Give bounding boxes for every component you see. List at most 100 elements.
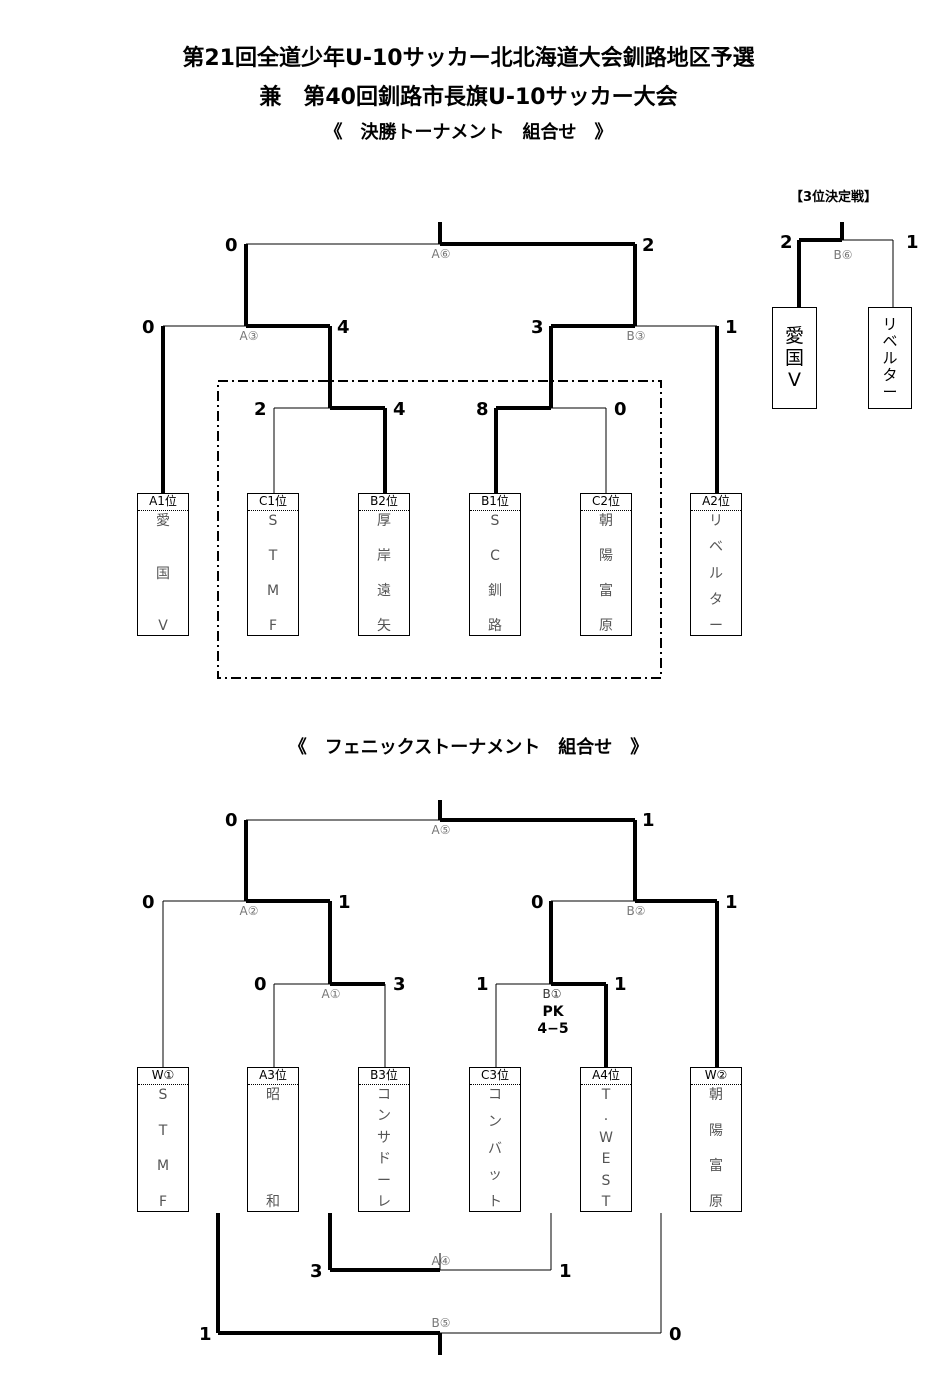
team-char: 原 [709,1193,723,1210]
team-char: レ [377,1193,391,1210]
team-char: ト [488,1194,502,1210]
team-name: コ ン サ ド ー レ [359,1085,409,1212]
team-char: W [599,1129,613,1146]
team-char: 遠 [377,583,391,599]
team-char: タ [882,365,898,384]
final-team-2: C1位 S T M F [247,493,299,636]
team-name: 厚 岸 遠 矢 [359,511,409,636]
team-char: F [158,1193,168,1210]
team-name: コ ン バ ッ ト [470,1085,520,1212]
final-a3-left-score: 0 [142,317,155,338]
team-seed: C3位 [470,1068,520,1085]
team-char: 陽 [709,1122,723,1139]
pk-label: PK [542,1004,564,1020]
team-char: タ [709,591,723,608]
team-char: S [490,513,500,529]
phoenix-match-b5: B⑤ [431,1316,451,1330]
team-char: 富 [599,583,613,599]
third-left-score: 2 [780,232,793,253]
third-right-score: 1 [906,232,919,253]
phoenix-b1-right-score: 1 [614,974,627,995]
team-char: S [601,1172,611,1189]
team-char: 昭 [266,1087,280,1103]
team-char: S [268,513,278,529]
phoenix-pk: PK 4−5 [537,1004,568,1038]
team-char: ッ [488,1167,502,1184]
phoenix-match-top: A⑤ [431,823,451,837]
phoenix-team-6: W② 朝 陽 富 原 [690,1067,742,1212]
final-inner2-left-score: 8 [476,399,489,420]
team-seed: B2位 [359,494,409,511]
team-char: 富 [709,1158,723,1175]
team-char: T [601,1087,611,1103]
phoenix-match-right: B② [626,904,646,918]
team-char: ド [377,1151,391,1168]
team-seed: W① [138,1068,188,1085]
team-char: ー [709,618,723,634]
final-team-5: C2位 朝 陽 富 原 [580,493,632,636]
phoenix-bracket [162,800,719,1355]
team-name: 昭 和 [248,1085,298,1212]
final-a3-right-score: 4 [337,317,350,338]
phoenix-a2-left-score: 0 [142,892,155,913]
team-name: 朝 陽 富 原 [691,1085,741,1212]
team-seed: A4位 [581,1068,631,1085]
phoenix-a4-right-score: 1 [559,1261,572,1282]
team-char: 陽 [599,548,613,564]
final-top-left-score: 0 [225,235,238,256]
phoenix-top-right-score: 1 [642,810,655,831]
team-char: ル [709,565,723,582]
final-tournament-title: 《 決勝トーナメント 組合せ 》 [324,122,613,143]
phoenix-team-1: W① S T M F [137,1067,189,1212]
phoenix-b2-left-score: 0 [531,892,544,913]
team-char: 釧 [488,583,502,599]
final-b3-right-score: 1 [725,317,738,338]
phoenix-a4-left-score: 3 [310,1261,323,1282]
team-char: 朝 [599,513,613,529]
phoenix-a1-right-score: 3 [393,974,406,995]
team-char: ベ [882,331,898,350]
team-char: T [158,1122,168,1139]
final-bracket [161,222,719,679]
third-place-title: 【3位決定戦】 [790,190,878,205]
team-char: ル [882,348,898,367]
team-char: ベ [709,539,723,556]
team-char: バ [488,1140,502,1157]
team-char: V [788,369,801,391]
final-top-right-score: 2 [642,235,655,256]
team-char: サ [377,1129,391,1146]
team-name: 朝 陽 富 原 [581,511,631,636]
final-b3-left-score: 3 [531,317,544,338]
team-char: C [490,548,500,564]
final-inner1-right-score: 4 [393,399,406,420]
phoenix-top-left-score: 0 [225,810,238,831]
phoenix-team-3: B3位 コ ン サ ド ー レ [358,1067,410,1212]
team-char: S [158,1087,168,1103]
final-team-1: A1位 愛 国 V [137,493,189,636]
team-char: リ [882,314,898,333]
team-char: 岸 [377,548,391,564]
team-seed: B3位 [359,1068,409,1085]
team-char: リ [709,513,723,529]
third-team-left: 愛 国 V [772,307,817,409]
team-char: M [156,1158,170,1175]
team-seed: B1位 [470,494,520,511]
final-inner2-right-score: 0 [614,399,627,420]
team-seed: W② [691,1068,741,1085]
team-char: 国 [156,565,170,582]
phoenix-b1-left-score: 1 [476,974,489,995]
final-inner1-left-score: 2 [254,399,267,420]
final-team-6: A2位 リ ベ ル タ ー [690,493,742,636]
team-name: S T M F [138,1085,188,1212]
team-char: T [601,1193,611,1210]
team-char: M [266,583,280,599]
team-char: 和 [266,1194,280,1210]
team-char: 愛 [784,325,804,347]
final-match-right: B③ [626,329,646,343]
team-name: T . W E S T [581,1085,631,1212]
title-line-2: 兼 第40回釧路市長旗U-10サッカー大会 [259,85,678,110]
team-char: ン [488,1113,502,1130]
phoenix-match-a1: A① [321,987,341,1001]
phoenix-b2-right-score: 1 [725,892,738,913]
